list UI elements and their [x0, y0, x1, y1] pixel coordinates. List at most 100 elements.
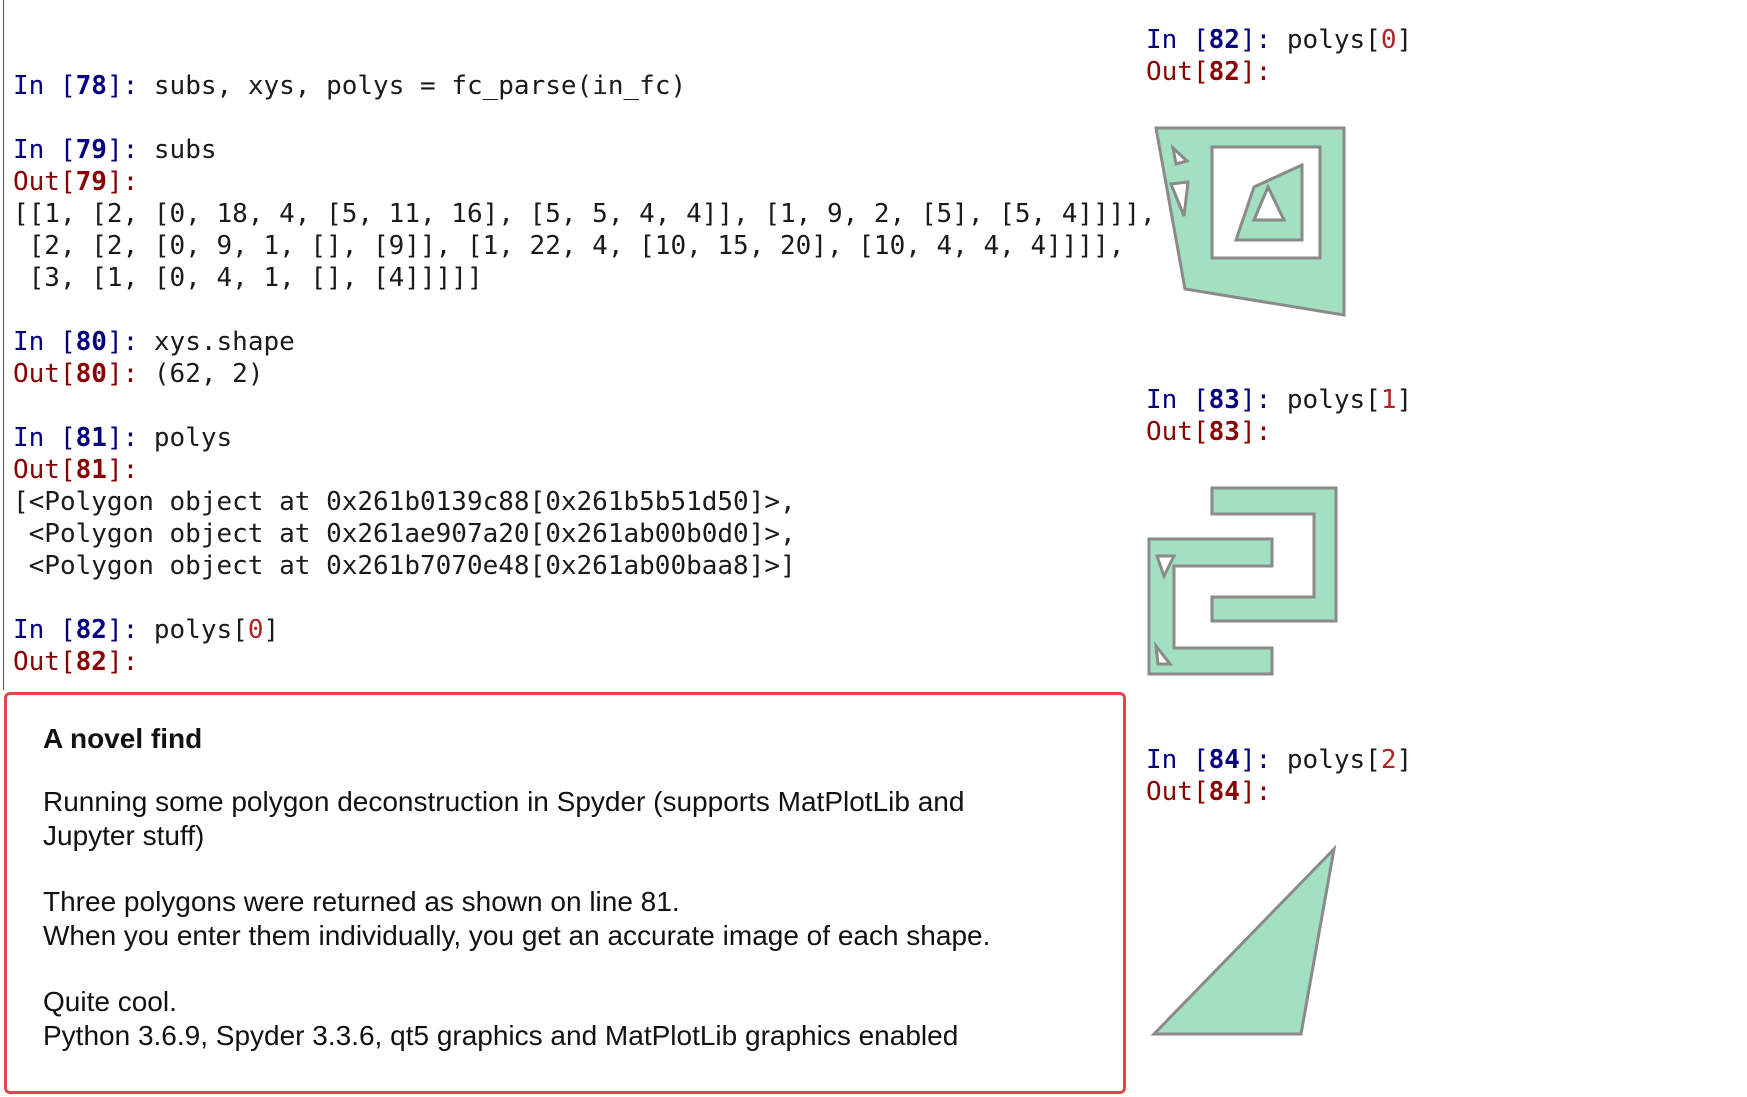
output-label-82-right: Out[82]: — [1146, 56, 1271, 88]
prompt-number: 83 — [1208, 417, 1240, 447]
input-line-83: In [83]: polys[1] — [1146, 384, 1412, 416]
code-text: xys.shape — [153, 327, 295, 357]
polygon-1-shape-upper — [1210, 486, 1338, 623]
polygon-0-small-hole — [1168, 180, 1190, 217]
output-text: (62, 2) — [153, 359, 264, 389]
note-line: Three polygons were returned as shown on… — [43, 886, 680, 917]
polygon-1-plot — [1147, 486, 1338, 676]
in-prompt-suffix: ]: — [1239, 25, 1287, 55]
input-line-81: In [81]: polys — [13, 422, 232, 454]
note-paragraph: Three polygons were returned as shown on… — [43, 885, 1087, 953]
out-prompt-suffix: ]: — [1239, 417, 1272, 447]
code-text: ] — [1396, 25, 1413, 55]
polygon-2-shape — [1150, 844, 1337, 1036]
in-prompt: In [ — [13, 135, 76, 165]
note-line: Quite cool. — [43, 986, 177, 1017]
note-line: Running some polygon deconstruction in S… — [43, 786, 965, 817]
output-label-84: Out[84]: — [1146, 776, 1271, 808]
output-text-line: [<Polygon object at 0x261b0139c88[0x261b… — [13, 487, 796, 517]
in-prompt: In [ — [1146, 25, 1209, 55]
polygon-1-small-hole — [1154, 554, 1177, 580]
in-prompt: In [ — [1146, 385, 1209, 415]
code-text: ] — [263, 615, 280, 645]
note-paragraph: Running some polygon deconstruction in S… — [43, 785, 1087, 853]
in-prompt: In [ — [1146, 745, 1209, 775]
polygon-0-inner-hole — [1251, 183, 1287, 222]
code-text: polys[ — [1286, 745, 1381, 775]
prompt-number: 82 — [75, 647, 107, 677]
prompt-number: 83 — [1208, 385, 1240, 415]
note-title: A novel find — [43, 723, 203, 754]
prompt-number: 79 — [75, 167, 107, 197]
in-prompt: In [ — [13, 615, 76, 645]
note-line: Jupyter stuff) — [43, 820, 205, 851]
in-prompt: In [ — [13, 423, 76, 453]
out-prompt: Out[ — [13, 167, 76, 197]
output-text-line: [2, [2, [0, 9, 1, [], [9]], [1, 22, 4, [… — [13, 231, 1125, 261]
code-text: subs — [153, 135, 217, 165]
input-line-82-right: In [82]: polys[0] — [1146, 24, 1412, 56]
output-label-83: Out[83]: — [1146, 416, 1271, 448]
output-text-line: [3, [1, [0, 4, 1, [], [4]]]]] — [13, 263, 483, 293]
in-prompt-suffix: ]: — [106, 135, 154, 165]
code-index: 0 — [1380, 25, 1397, 55]
input-line-78: In [78]: subs, xys, polys = fc_parse(in_… — [13, 70, 686, 102]
code-text: polys[ — [1286, 25, 1381, 55]
in-prompt-suffix: ]: — [1239, 385, 1287, 415]
input-line-84: In [84]: polys[2] — [1146, 744, 1412, 776]
prompt-number: 81 — [75, 455, 107, 485]
out-prompt: Out[ — [13, 647, 76, 677]
out-prompt-suffix: ]: — [106, 647, 139, 677]
prompt-number: 78 — [75, 71, 107, 101]
out-prompt-suffix: ]: — [106, 359, 154, 389]
in-prompt-suffix: ]: — [106, 71, 154, 101]
code-text: ] — [1396, 385, 1413, 415]
in-prompt-suffix: ]: — [106, 327, 154, 357]
code-index: 2 — [1380, 745, 1397, 775]
annotation-note: A novel find Running some polygon decons… — [4, 692, 1126, 1094]
prompt-number: 82 — [75, 615, 107, 645]
out-prompt: Out[ — [13, 455, 76, 485]
prompt-number: 79 — [75, 135, 107, 165]
code-index: 1 — [1380, 385, 1397, 415]
code-text: polys[ — [153, 615, 248, 645]
polygon-2-plot — [1150, 844, 1337, 1036]
polygon-1-small-hole — [1153, 640, 1174, 666]
prompt-number: 84 — [1208, 777, 1240, 807]
input-line-82: In [82]: polys[0] — [13, 614, 279, 646]
input-line-79: In [79]: subs — [13, 134, 217, 166]
prompt-number: 84 — [1208, 745, 1240, 775]
out-prompt: Out[ — [1146, 57, 1209, 87]
prompt-number: 80 — [75, 359, 107, 389]
out-prompt-suffix: ]: — [1239, 57, 1272, 87]
code-index: 0 — [247, 615, 264, 645]
output-label-79: Out[79]: — [13, 166, 138, 198]
input-line-80: In [80]: xys.shape — [13, 326, 295, 358]
prompt-number: 82 — [1208, 57, 1240, 87]
output-text-line: [[1, [2, [0, 18, 4, [5, 11, 16], [5, 5, … — [13, 199, 1156, 229]
note-line: When you enter them individually, you ge… — [43, 920, 991, 951]
code-text: polys[ — [1286, 385, 1381, 415]
prompt-number: 82 — [1208, 25, 1240, 55]
in-prompt-suffix: ]: — [106, 615, 154, 645]
out-prompt: Out[ — [1146, 777, 1209, 807]
output-text-line: <Polygon object at 0x261ae907a20[0x261ab… — [13, 519, 796, 549]
note-paragraph: Quite cool. Python 3.6.9, Spyder 3.3.6, … — [43, 985, 1087, 1053]
prompt-number: 81 — [75, 423, 107, 453]
in-prompt-suffix: ]: — [106, 423, 154, 453]
out-prompt: Out[ — [1146, 417, 1209, 447]
output-line-80: Out[80]: (62, 2) — [13, 358, 263, 390]
in-prompt-suffix: ]: — [1239, 745, 1287, 775]
out-prompt-suffix: ]: — [1239, 777, 1272, 807]
code-text: polys — [153, 423, 233, 453]
polygon-0-small-hole — [1170, 143, 1190, 166]
note-line: Python 3.6.9, Spyder 3.3.6, qt5 graphics… — [43, 1020, 959, 1051]
out-prompt: Out[ — [13, 359, 76, 389]
code-text: ] — [1396, 745, 1413, 775]
out-prompt-suffix: ]: — [106, 167, 139, 197]
polygon-0-plot — [1154, 126, 1346, 317]
code-text: subs, xys, polys = fc_parse(in_fc) — [153, 71, 687, 101]
out-prompt-suffix: ]: — [106, 455, 139, 485]
polygon-0-shape — [1154, 126, 1346, 317]
console-left-border — [3, 0, 4, 690]
